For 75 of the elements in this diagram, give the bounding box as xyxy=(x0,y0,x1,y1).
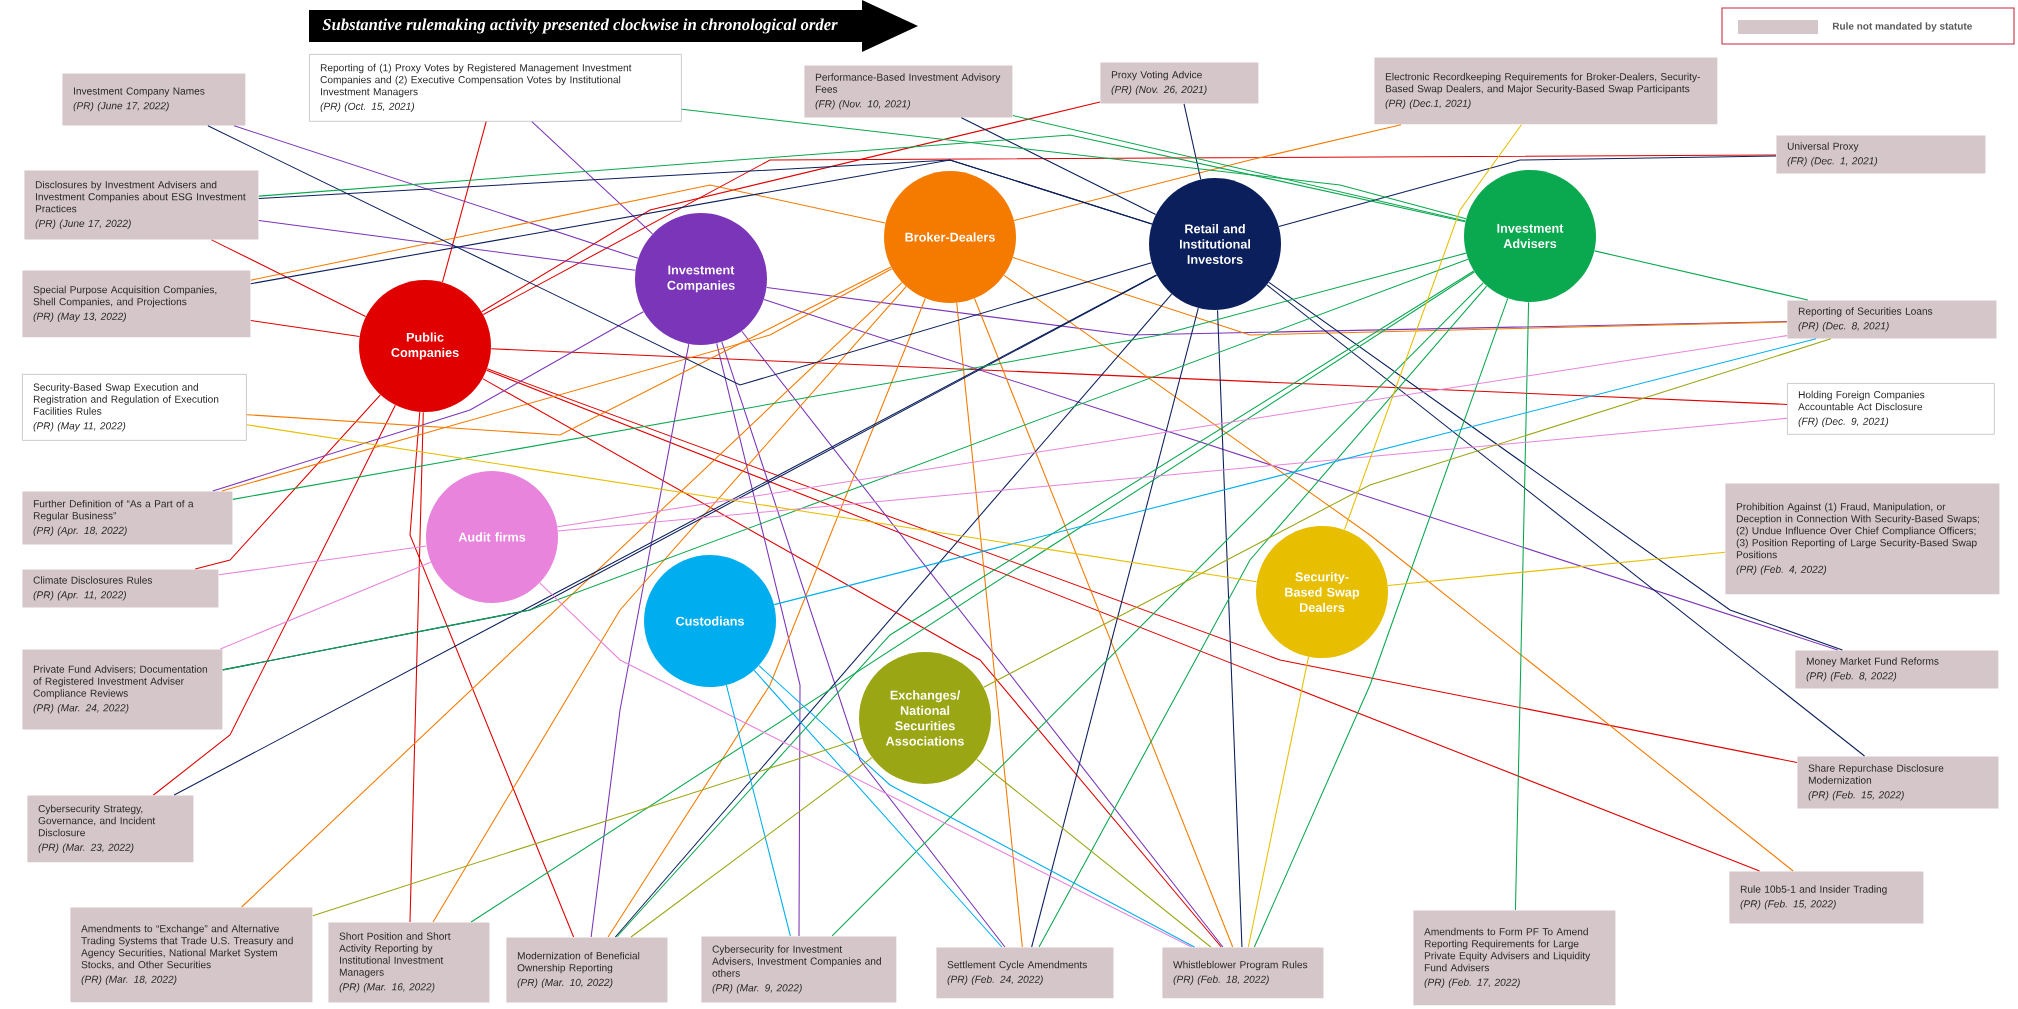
connector-line xyxy=(246,266,892,436)
connector-line xyxy=(258,134,1466,223)
connector-line xyxy=(1038,285,1488,948)
connector-line xyxy=(486,369,1761,872)
connector-line xyxy=(218,545,427,576)
connector-line xyxy=(1344,124,1522,531)
connector-line xyxy=(312,737,863,917)
connector-line xyxy=(539,582,1193,948)
connector-line xyxy=(753,669,1003,948)
connector-line xyxy=(556,335,1788,528)
connector-line xyxy=(1012,115,1466,222)
connector-line xyxy=(212,311,644,492)
connector-line xyxy=(763,299,1839,651)
connector-line xyxy=(409,411,575,938)
title-banner: Substantive rulemaking activity presented clockwise in chronological order xyxy=(309,0,918,52)
connector-line xyxy=(482,378,1222,948)
connector-line xyxy=(219,561,432,650)
legend-box: Rule not mandated by statute xyxy=(1721,7,2015,45)
connector-line xyxy=(194,394,381,570)
connector-line xyxy=(1013,124,1402,222)
connector-line xyxy=(976,758,1212,948)
connector-line xyxy=(681,108,1467,220)
connector-line xyxy=(441,121,487,283)
connector-line xyxy=(1268,281,1843,651)
connector-line xyxy=(983,338,1832,688)
connector-line xyxy=(490,348,1788,405)
connector-line xyxy=(250,320,360,337)
connector-line xyxy=(1217,309,1243,948)
connector-line xyxy=(721,341,1006,948)
connector-line xyxy=(1247,656,1310,948)
connector-line xyxy=(207,125,1152,386)
connector-line xyxy=(1253,297,1509,948)
connector-line xyxy=(250,184,886,281)
connector-line xyxy=(1514,301,1530,911)
connector-line xyxy=(1594,250,1809,301)
connector-line xyxy=(716,342,801,937)
connector-line xyxy=(741,330,1224,948)
connector-line xyxy=(211,239,367,318)
connector-line xyxy=(1183,103,1202,180)
connector-line xyxy=(486,368,1798,763)
connector-line xyxy=(1031,307,1199,948)
connector-line xyxy=(531,121,653,235)
connector-line xyxy=(470,271,1475,923)
connector-line xyxy=(758,665,1195,948)
connector-line xyxy=(590,343,690,938)
connector-line xyxy=(725,684,791,937)
connector-line xyxy=(956,302,1023,948)
connector-line xyxy=(258,219,636,271)
connector-line xyxy=(616,270,1475,938)
connector-line xyxy=(831,282,1484,937)
connector-line xyxy=(432,286,907,923)
connector-line xyxy=(481,101,1101,313)
connector-line xyxy=(1266,284,1866,757)
connector-line xyxy=(773,338,1817,606)
connector-line xyxy=(246,424,1258,583)
connector-line xyxy=(232,252,1467,500)
connector-line xyxy=(614,293,1173,938)
connector-line xyxy=(173,274,1157,796)
connector-line xyxy=(1278,155,1777,227)
connector-line xyxy=(1012,257,1788,336)
connector-line xyxy=(153,404,396,796)
connector-line xyxy=(250,159,1153,285)
connector-line xyxy=(557,417,1788,532)
connector-line xyxy=(607,297,926,938)
connector-line xyxy=(233,125,639,259)
connector-line xyxy=(222,258,1469,671)
connector-line xyxy=(974,298,1234,948)
connector-line xyxy=(1003,274,1794,872)
connector-line xyxy=(409,411,424,923)
connector-line xyxy=(960,117,1157,215)
connector-line xyxy=(482,154,1777,316)
connector-line xyxy=(1387,551,1726,587)
connector-line xyxy=(630,757,873,938)
connector-line xyxy=(221,268,893,492)
connector-line xyxy=(241,282,903,908)
